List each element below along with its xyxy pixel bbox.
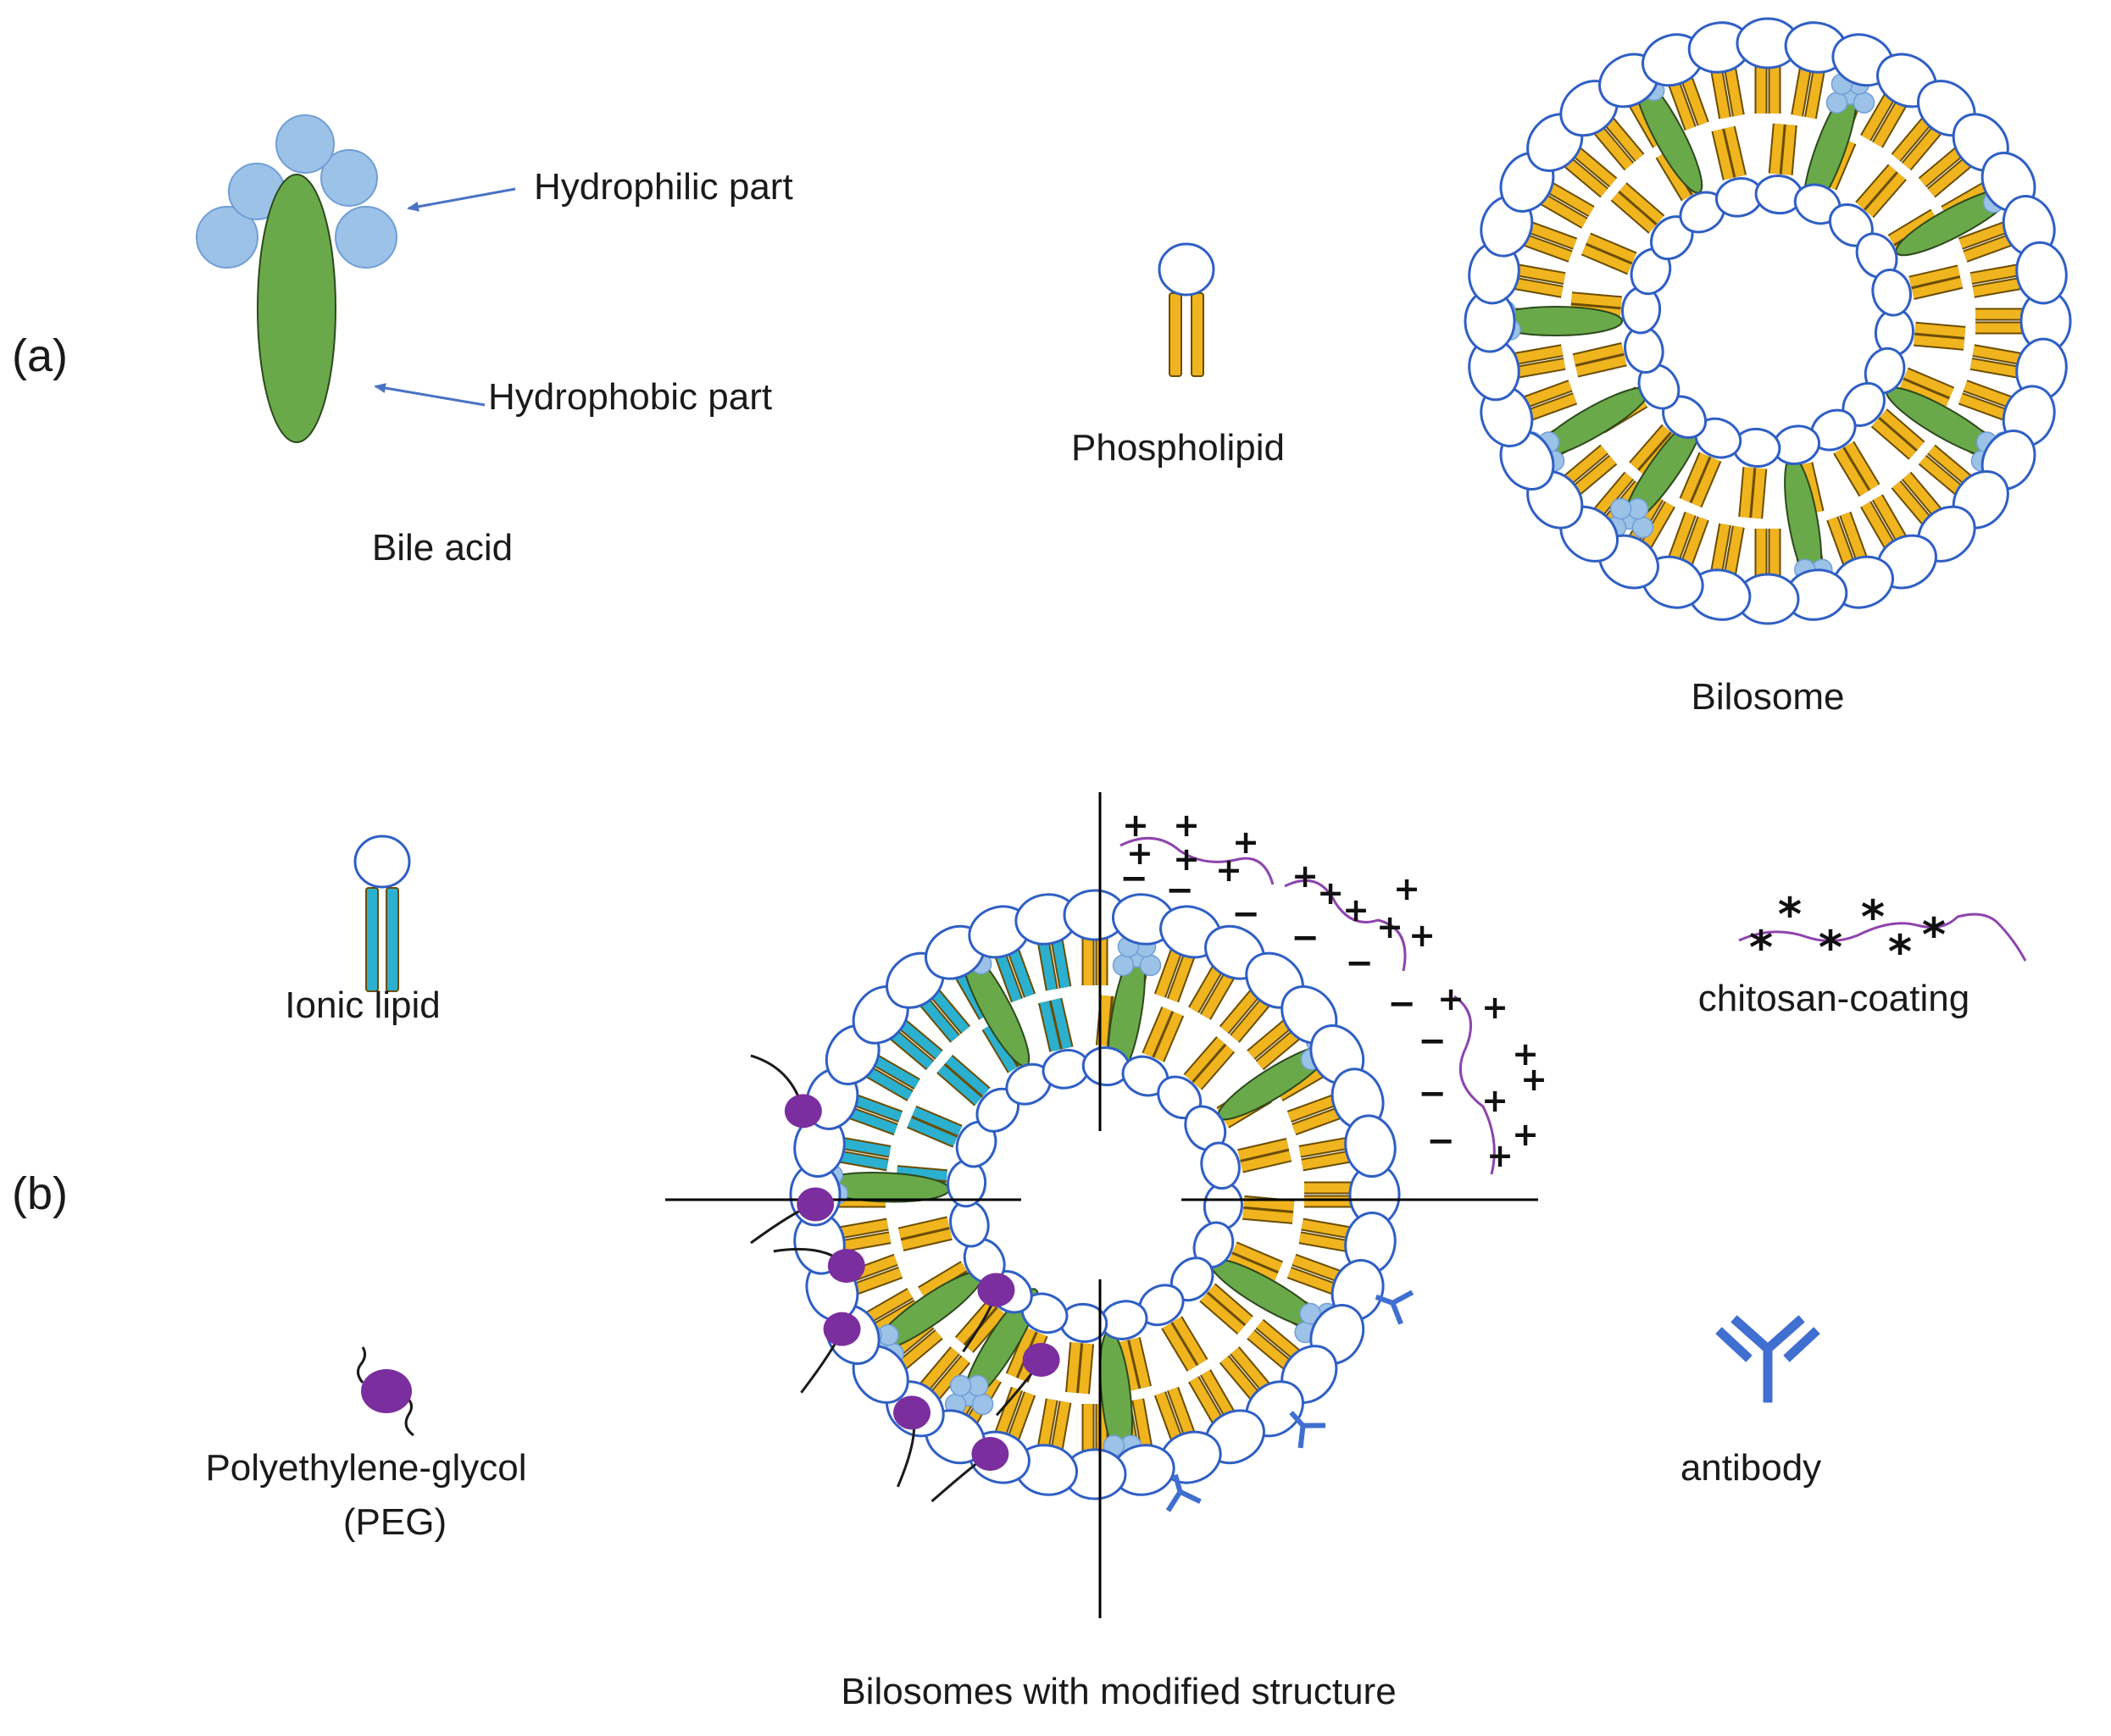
peg-icon [357,1346,414,1437]
bile-acid-label: Bile acid [371,527,514,568]
peg-label: Polyethylene-glycol [205,1447,527,1489]
panel-label-a: (a) [12,330,68,381]
svg-text:+: + [1342,891,1369,929]
svg-text:*: * [1888,925,1912,979]
hydrophilic-arrow [407,187,516,212]
bilosome-icon [1464,17,2072,625]
ionic-lipid-icon [353,835,411,992]
peg-abbr-label: (PEG) [342,1501,447,1543]
svg-text:−: − [1291,918,1319,957]
phospholipid-label: Phospholipid [1071,427,1285,469]
svg-text:*: * [1819,921,1842,974]
svg-text:+: + [1232,824,1259,861]
hydrophilic-label: Hydrophilic part [534,166,793,208]
antibody-label: antibody [1680,1447,1822,1489]
svg-text:*: * [1778,888,1802,941]
svg-text:−: − [1418,1074,1447,1113]
svg-text:−: − [1165,871,1194,910]
chitosan-label: chitosan-coating [1697,978,1970,1019]
chitosan-icon: * * * * * * [1738,888,2027,979]
hydrophobic-arrow [374,383,486,407]
svg-text:+: + [1317,874,1344,912]
svg-text:−: − [1345,944,1374,983]
phospholipid-icon [1158,242,1215,377]
svg-text:+: + [1481,1082,1508,1119]
svg-text:−: − [1418,1022,1447,1061]
ionic-lipid-label: Ionic lipid [285,984,441,1026]
bilosome-label: Bilosome [1691,676,1845,718]
svg-text:+: + [1437,980,1464,1018]
modified-bilosome-icon: +++++++++++++++++++−−−−−−−−− [665,792,1547,1618]
svg-text:+: + [1173,807,1200,844]
svg-text:+: + [1520,1061,1547,1098]
svg-text:+: + [1122,807,1149,844]
svg-text:+: + [1376,908,1403,946]
antibody-icon [1715,1315,1820,1403]
svg-text:−: − [1387,984,1416,1023]
bile-acid-icon [196,114,397,443]
svg-text:*: * [1749,921,1773,974]
svg-text:*: * [1861,890,1885,944]
svg-text:−: − [1231,895,1260,934]
modified-bilosome-label: Bilosomes with modified structure [841,1671,1397,1712]
bile-acid-hydrophobic-body [257,174,336,443]
svg-text:+: + [1393,870,1420,907]
svg-text:*: * [1922,908,1946,962]
hydrophobic-label: Hydrophobic part [488,376,773,418]
svg-text:+: + [1173,840,1200,878]
svg-text:+: + [1486,1137,1514,1174]
svg-text:+: + [1481,989,1508,1026]
svg-text:+: + [1408,917,1436,954]
panel-label-b: (b) [12,1168,68,1219]
svg-text:+: + [1126,835,1153,872]
svg-text:−: − [1426,1122,1455,1161]
svg-text:+: + [1292,857,1319,895]
svg-text:+: + [1215,851,1242,889]
svg-text:−: − [1119,859,1148,898]
bile-acid-hydrophilic-heads [196,114,397,269]
svg-text:+: + [1512,1116,1539,1153]
svg-text:+: + [1512,1035,1539,1073]
